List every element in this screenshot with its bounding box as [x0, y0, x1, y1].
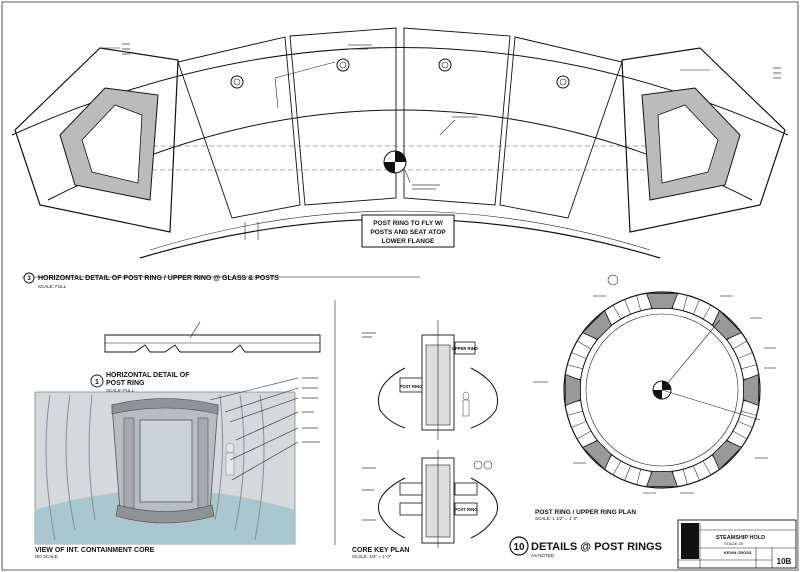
ring-segment-line	[636, 469, 642, 485]
key-post-ring-b: POST RING	[454, 507, 477, 512]
ring-post-block	[581, 309, 612, 340]
key-post-ring-a: POST RING	[399, 384, 422, 389]
core-key-plan	[362, 320, 498, 548]
ring-post-block	[712, 440, 743, 471]
post-ring-plan-scale: SCALE: 1 1/2" = 1'-0"	[535, 516, 578, 521]
arc-post-ring-detail	[11, 27, 789, 259]
title-block	[677, 519, 797, 569]
ring-segment-line	[732, 430, 748, 440]
callout-line3: LOWER FLANGE	[382, 238, 435, 245]
callout-line2: POSTS AND SEAT ATOP	[370, 229, 446, 236]
detail-3-bubble	[23, 272, 35, 284]
title-block-stage: STAGE 15	[724, 541, 744, 546]
core-key-plan-title: CORE KEY PLAN	[352, 547, 409, 554]
ring-segment-line	[741, 410, 757, 416]
ring-segment-line	[702, 460, 712, 476]
ring-segment-line	[624, 299, 631, 315]
ring-post-block	[564, 373, 581, 407]
ring-segment-line	[693, 465, 700, 481]
ring-post-block	[645, 292, 679, 309]
ring-segment-line	[576, 340, 592, 350]
title-block-project: STEAMSHIP HOLD	[716, 535, 765, 541]
ring-segment-line	[612, 304, 622, 320]
ring-segment-line	[576, 430, 592, 440]
ring-post-block	[743, 373, 760, 407]
post-ring-profile-detail	[104, 321, 321, 353]
ring-segment-line	[702, 304, 712, 320]
ring-segment-line	[567, 410, 583, 416]
detail-1-title-line1: HORIZONTAL DETAIL OF	[106, 372, 190, 379]
detail-1-number: 1	[95, 379, 99, 386]
containment-core-title: VIEW OF INT. CONTAINMENT CORE	[35, 547, 155, 554]
ring-post-block	[712, 309, 743, 340]
post-ring-plan	[533, 274, 776, 494]
ring-segment-line	[612, 460, 622, 476]
ring-post-block	[581, 440, 612, 471]
detail-3-title: HORIZONTAL DETAIL OF POST RING / UPPER R…	[38, 275, 279, 282]
ring-segment-line	[693, 299, 700, 315]
detail-1-scale: SCALE: FULL	[106, 388, 135, 393]
detail-3-number: 3	[27, 276, 31, 282]
detail-1-bubble	[90, 374, 104, 388]
detail-3-scale: SCALE: FULL	[38, 284, 67, 289]
ring-segment-line	[732, 340, 748, 350]
sheet-scale: AS NOTED	[531, 553, 555, 558]
sheet-number-circle	[509, 536, 529, 556]
ring-segment-line	[741, 364, 757, 370]
callout-line1: POST RING TO FLY W/	[373, 220, 443, 227]
ring-segment-line	[737, 352, 753, 359]
sheet-number: 10	[513, 542, 525, 553]
ring-segment-line	[737, 421, 753, 428]
ring-segment-line	[571, 352, 587, 359]
ring-segment-line	[682, 469, 688, 485]
containment-core-scale: NO SCALE	[35, 554, 58, 559]
ring-segment-line	[567, 364, 583, 370]
title-block-designer: KEVIN CROSS	[724, 550, 752, 555]
ring-segment-line	[682, 295, 688, 311]
key-upper-ring: UPPER RING	[452, 346, 478, 351]
detail-1-title-line2: POST RING	[106, 380, 145, 387]
ring-segment-line	[636, 295, 642, 311]
ring-segment-line	[571, 421, 587, 428]
ring-post-block	[645, 471, 679, 488]
post-ring-plan-title: POST RING / UPPER RING PLAN	[535, 509, 636, 516]
sheet-title: DETAILS @ POST RINGS	[531, 541, 662, 553]
ring-segment-line	[624, 465, 631, 481]
containment-core-render	[34, 377, 320, 545]
title-block-sheet: 10B	[777, 557, 792, 566]
core-key-plan-scale: SCALE: 1/4" = 1'-0"	[352, 554, 392, 559]
